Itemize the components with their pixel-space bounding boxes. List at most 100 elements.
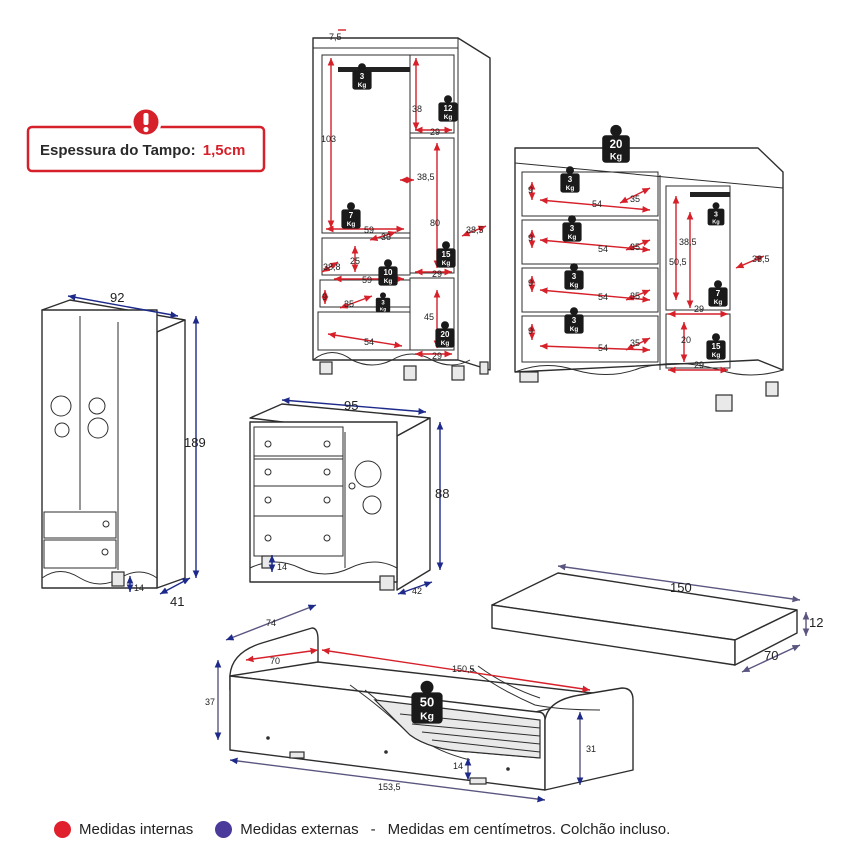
weight-tag-dresser-d3: 3Kg (564, 263, 584, 290)
external-dot-icon (215, 820, 233, 838)
dim-wo-right-h: 80 (430, 218, 440, 228)
weight-tag-dresser-rail: 3Kg (707, 202, 725, 226)
weight-handle-icon (570, 263, 578, 272)
weight-value: 7 (716, 289, 721, 298)
open-wardrobe-body (312, 37, 491, 371)
dim-wo-rail-d: 36 (381, 232, 391, 242)
weight-unit: Kg (566, 185, 575, 192)
dim-wardrobe-foot: 14 (134, 583, 144, 593)
weight-tag-dresser-d4: 3Kg (564, 307, 584, 334)
weight-handle-icon (442, 241, 450, 250)
weight-handle-icon (568, 215, 576, 224)
dim-do-d4-h: 9 (528, 326, 533, 336)
dim-wo-mid-h: 38,5 (417, 172, 435, 182)
bed-drawing: 74 70 150,5 37 31 14 153,5 (205, 604, 634, 803)
dim-bed-length: 153,5 (378, 782, 401, 792)
weight-unit: Kg (380, 306, 386, 312)
dim-wardrobe-depth: 41 (170, 594, 184, 609)
weight-body (378, 266, 398, 286)
weight-value: 50 (420, 695, 434, 710)
dim-do-d2-d: 35 (630, 242, 640, 252)
weight-handle-icon (420, 680, 434, 694)
weight-handle-icon (380, 292, 386, 299)
dim-mattress-width: 70 (764, 648, 778, 663)
dim-do-low-h: 20 (681, 335, 691, 345)
weight-value: 10 (384, 268, 393, 277)
weight-handle-icon (441, 321, 449, 330)
weight-tag-drawer-small: 3Kg (375, 292, 391, 312)
weight-unit: Kg (441, 340, 450, 347)
dim-wo-right-w: 29 (432, 269, 442, 279)
weight-tag-rail: 7Kg (341, 202, 361, 229)
weight-body (706, 340, 726, 360)
weight-handle-icon (570, 307, 578, 316)
legend-external-label: Medidas externas (240, 820, 359, 838)
exclamation-icon (130, 106, 162, 138)
weight-tag-rod-big: 3Kg (352, 63, 372, 90)
weight-value: 7 (349, 211, 354, 220)
wardrobe-side (156, 319, 186, 589)
dim-do-d4-w: 54 (598, 343, 608, 353)
weight-unit: Kg (712, 219, 720, 225)
weight-body (341, 209, 361, 229)
weight-body (438, 102, 458, 122)
weight-unit: Kg (358, 82, 367, 89)
wardrobe-drawing: 92 189 41 14 (41, 290, 206, 609)
dim-dresser-height: 88 (435, 486, 449, 501)
dim-wo-bottom-right-w: 29 (432, 351, 442, 361)
weight-handle-icon (566, 166, 574, 175)
dim-dresser-foot: 14 (277, 562, 287, 572)
weight-body (435, 328, 455, 348)
weight-value: 20 (610, 139, 623, 151)
weight-handle-icon (712, 333, 720, 342)
dim-wo-bottom-w: 54 (364, 337, 374, 347)
weight-value: 15 (712, 342, 721, 351)
dim-wo-rod-height: 103 (321, 134, 336, 144)
weight-unit: Kg (570, 326, 579, 333)
weight-body (562, 222, 582, 242)
notice-label: Espessura do Tampo: (40, 142, 196, 159)
weight-value: 3 (572, 272, 577, 281)
dim-mattress-thickness: 12 (809, 615, 823, 630)
dim-wo-low-h: 45 (424, 312, 434, 322)
weight-unit: Kg (570, 282, 579, 289)
dim-do-shelf-w: 29 (694, 304, 704, 314)
weight-unit: Kg (712, 352, 721, 359)
dim-do-d1-w: 54 (592, 199, 602, 209)
weight-handle-icon (444, 95, 452, 104)
dim-dresser-depth: 42 (412, 586, 422, 596)
open-dresser-drawing: 9 54 35 9 54 35 9 54 35 9 54 35 38,5 50,… (514, 147, 784, 412)
weight-unit: Kg (384, 278, 393, 285)
dim-bed-side-h: 31 (586, 744, 596, 754)
weight-unit: Kg (420, 712, 434, 723)
dim-wo-shelf-w: 29 (430, 127, 440, 137)
legend-internal-label: Medidas internas (79, 820, 194, 838)
dim-bed-height: 37 (205, 697, 215, 707)
weight-handle-icon (712, 202, 720, 210)
tabletop-thickness-notice: Espessura do Tampo: 1,5cm (26, 106, 266, 173)
weight-body (707, 208, 725, 226)
dim-wardrobe-width: 92 (110, 290, 124, 305)
weight-value: 12 (444, 104, 453, 113)
dim-do-d2-w: 54 (598, 244, 608, 254)
dim-do-d1-h: 9 (528, 185, 533, 195)
weight-body (560, 173, 580, 193)
weight-value: 3 (568, 175, 573, 184)
weight-value: 3 (570, 224, 575, 233)
weight-tags: 3Kg12Kg7Kg10Kg3Kg20Kg15Kg20Kg3Kg3Kg3Kg3K… (341, 63, 728, 724)
weight-body (564, 270, 584, 290)
dim-do-d2-h: 9 (528, 233, 533, 243)
dim-do-d1-d: 35 (630, 194, 640, 204)
dim-bed-outer-w: 74 (266, 618, 276, 628)
dim-do-d3-d: 35 (630, 291, 640, 301)
dim-do-d4-d: 35 (630, 338, 640, 348)
dim-wo-depth: 38,5 (466, 225, 484, 235)
dim-do-door-h: 38,5 (679, 237, 697, 247)
weight-body (411, 692, 443, 724)
dresser-side (396, 417, 431, 591)
weight-handle-icon (714, 280, 722, 289)
weight-handle-icon (347, 202, 355, 211)
